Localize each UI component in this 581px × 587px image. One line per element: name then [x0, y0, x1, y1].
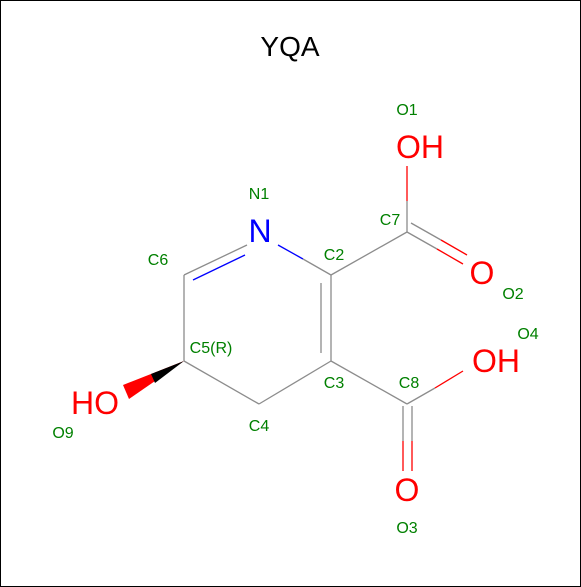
bond-n1-c2: [277, 244, 304, 260]
bond-n1-c6-inner: [192, 254, 246, 281]
atom-symbol-o4: OH: [472, 343, 520, 379]
bond-c4-c3: [258, 360, 332, 405]
atom-name-o3: O3: [396, 520, 417, 537]
atom-name-o2: O2: [502, 286, 523, 303]
atom-name-c6: C6: [148, 252, 169, 269]
atom-name-c5: C5(R): [190, 340, 233, 357]
bond-c8-o4-red: [434, 370, 464, 389]
atom-symbol-n1: N: [248, 213, 271, 249]
atom-name-c3: C3: [324, 375, 345, 392]
atom-name-labels: N1 C2 C3 C4 C5(R) C6 C7 C8 O1 O2 O3 O4 O…: [52, 102, 538, 537]
bond-c7-o2-a: [406, 231, 438, 250]
bond-c5-o9-wedge-dark: [151, 361, 184, 383]
atom-symbol-o2: O: [470, 255, 495, 291]
bond-n1-c6: [183, 244, 248, 276]
bond-c8-o4: [406, 387, 436, 405]
atom-symbol-o9: HO: [71, 385, 119, 421]
bond-c5-c4: [183, 360, 260, 405]
bonds: [123, 166, 468, 471]
atom-symbol-o3: O: [395, 472, 420, 508]
atom-name-n1: N1: [249, 186, 270, 203]
bond-c3-c8: [330, 360, 408, 405]
bond-n1-c2-grey: [302, 258, 332, 276]
atom-symbols: N OH O OH O HO: [71, 129, 520, 508]
atom-name-c7: C7: [380, 212, 401, 229]
bond-c2-c7: [330, 231, 408, 276]
bond-c7-o2-b-red: [440, 239, 468, 256]
atom-name-c8: C8: [399, 375, 420, 392]
atom-name-c2: C2: [324, 247, 345, 264]
atom-symbol-o1: OH: [396, 129, 444, 165]
atom-name-o1: O1: [396, 102, 417, 119]
atom-name-o4: O4: [517, 326, 538, 343]
bond-c7-o2-a-red: [436, 248, 464, 265]
title: YQA: [260, 31, 319, 62]
bond-c7-o2-b: [410, 222, 442, 241]
atom-name-c4: C4: [249, 418, 270, 435]
atom-name-o9: O9: [52, 425, 73, 442]
